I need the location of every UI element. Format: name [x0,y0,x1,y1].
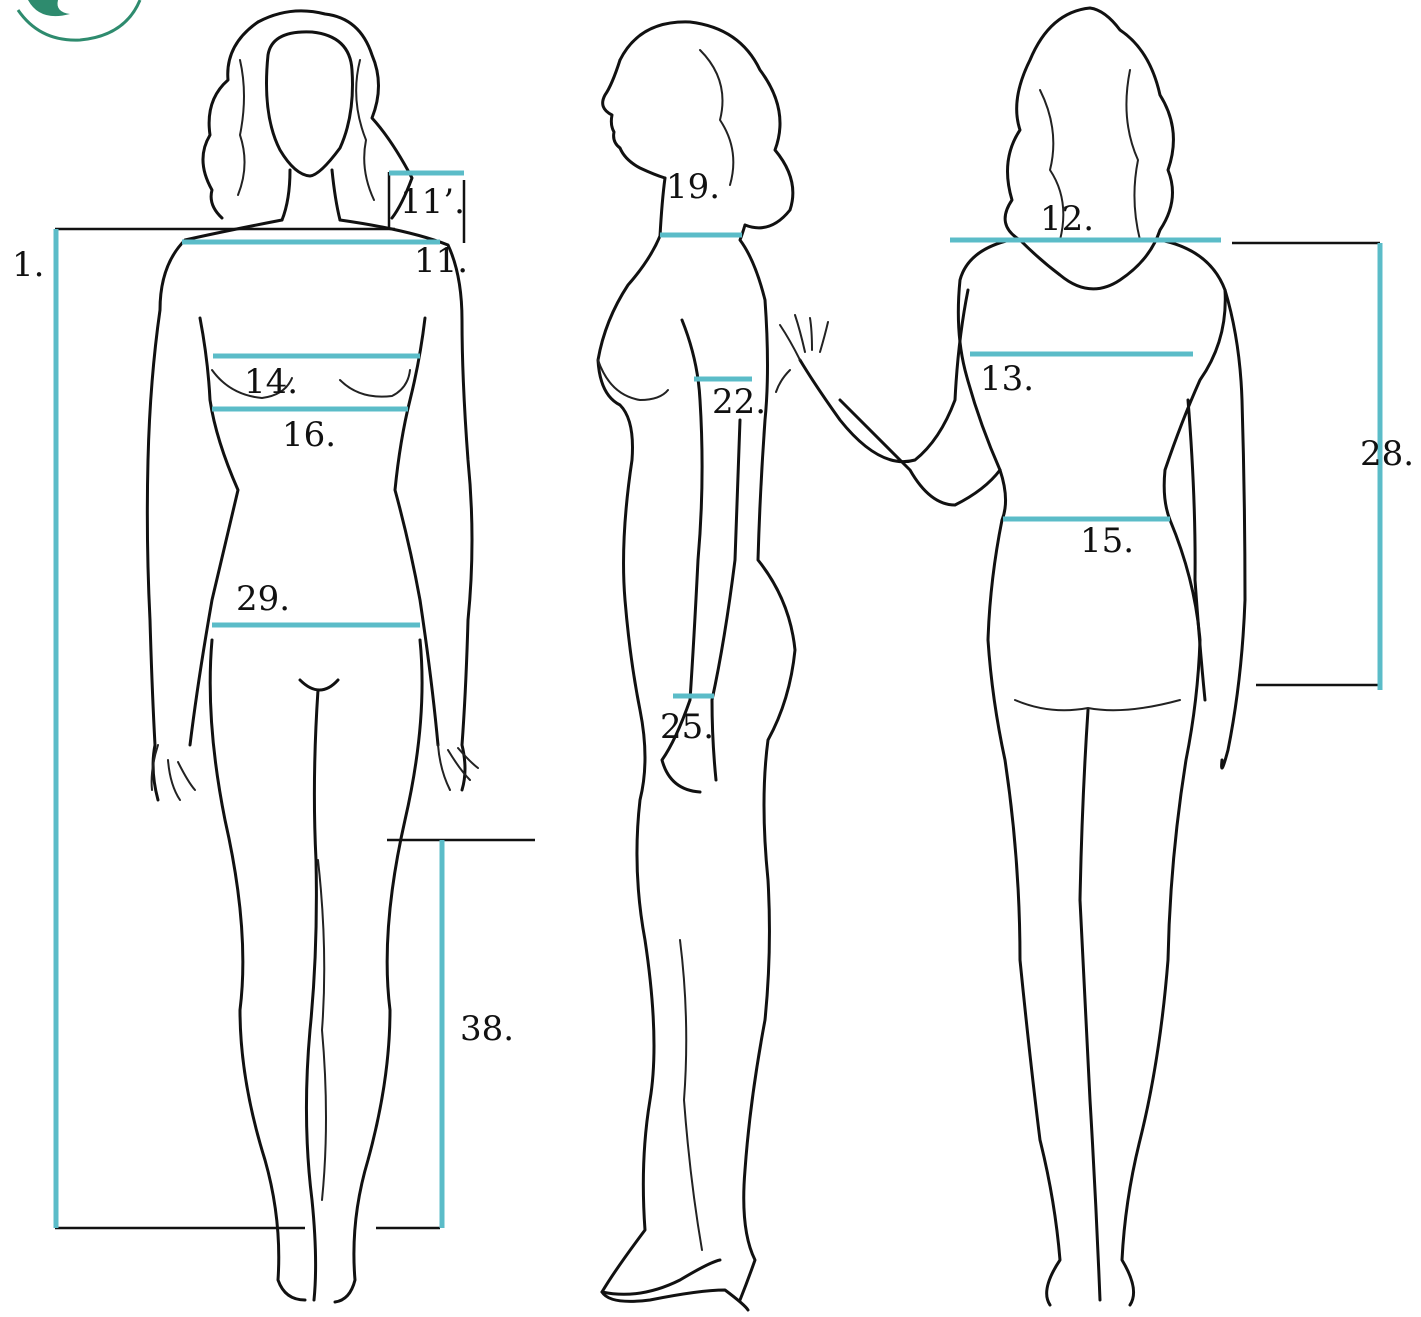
label-1: 1. [12,245,44,285]
label-14: 14. [244,362,298,402]
back-figure [776,8,1245,1305]
label-38: 38. [460,1009,514,1049]
label-25: 25. [660,707,714,747]
label-15: 15. [1080,521,1134,561]
label-13: 13. [980,359,1034,399]
logo [18,0,140,40]
label-12: 12. [1040,199,1094,239]
label-29: 29. [236,579,290,619]
side-figure [598,22,795,1310]
label-22: 22. [712,382,766,422]
logo-swoosh [28,0,70,16]
label-19: 19. [666,167,720,207]
measurement-lines [56,173,1380,1228]
label-11: 11. [414,241,468,281]
measurement-labels: 1. 11. 11’. 14. 16. 29. 38. 19. 22. 25. … [12,167,1414,1049]
label-28: 28. [1360,434,1414,474]
label-16: 16. [282,415,336,455]
guide-lines [55,172,1380,1228]
label-11-prime: 11’. [400,182,465,222]
